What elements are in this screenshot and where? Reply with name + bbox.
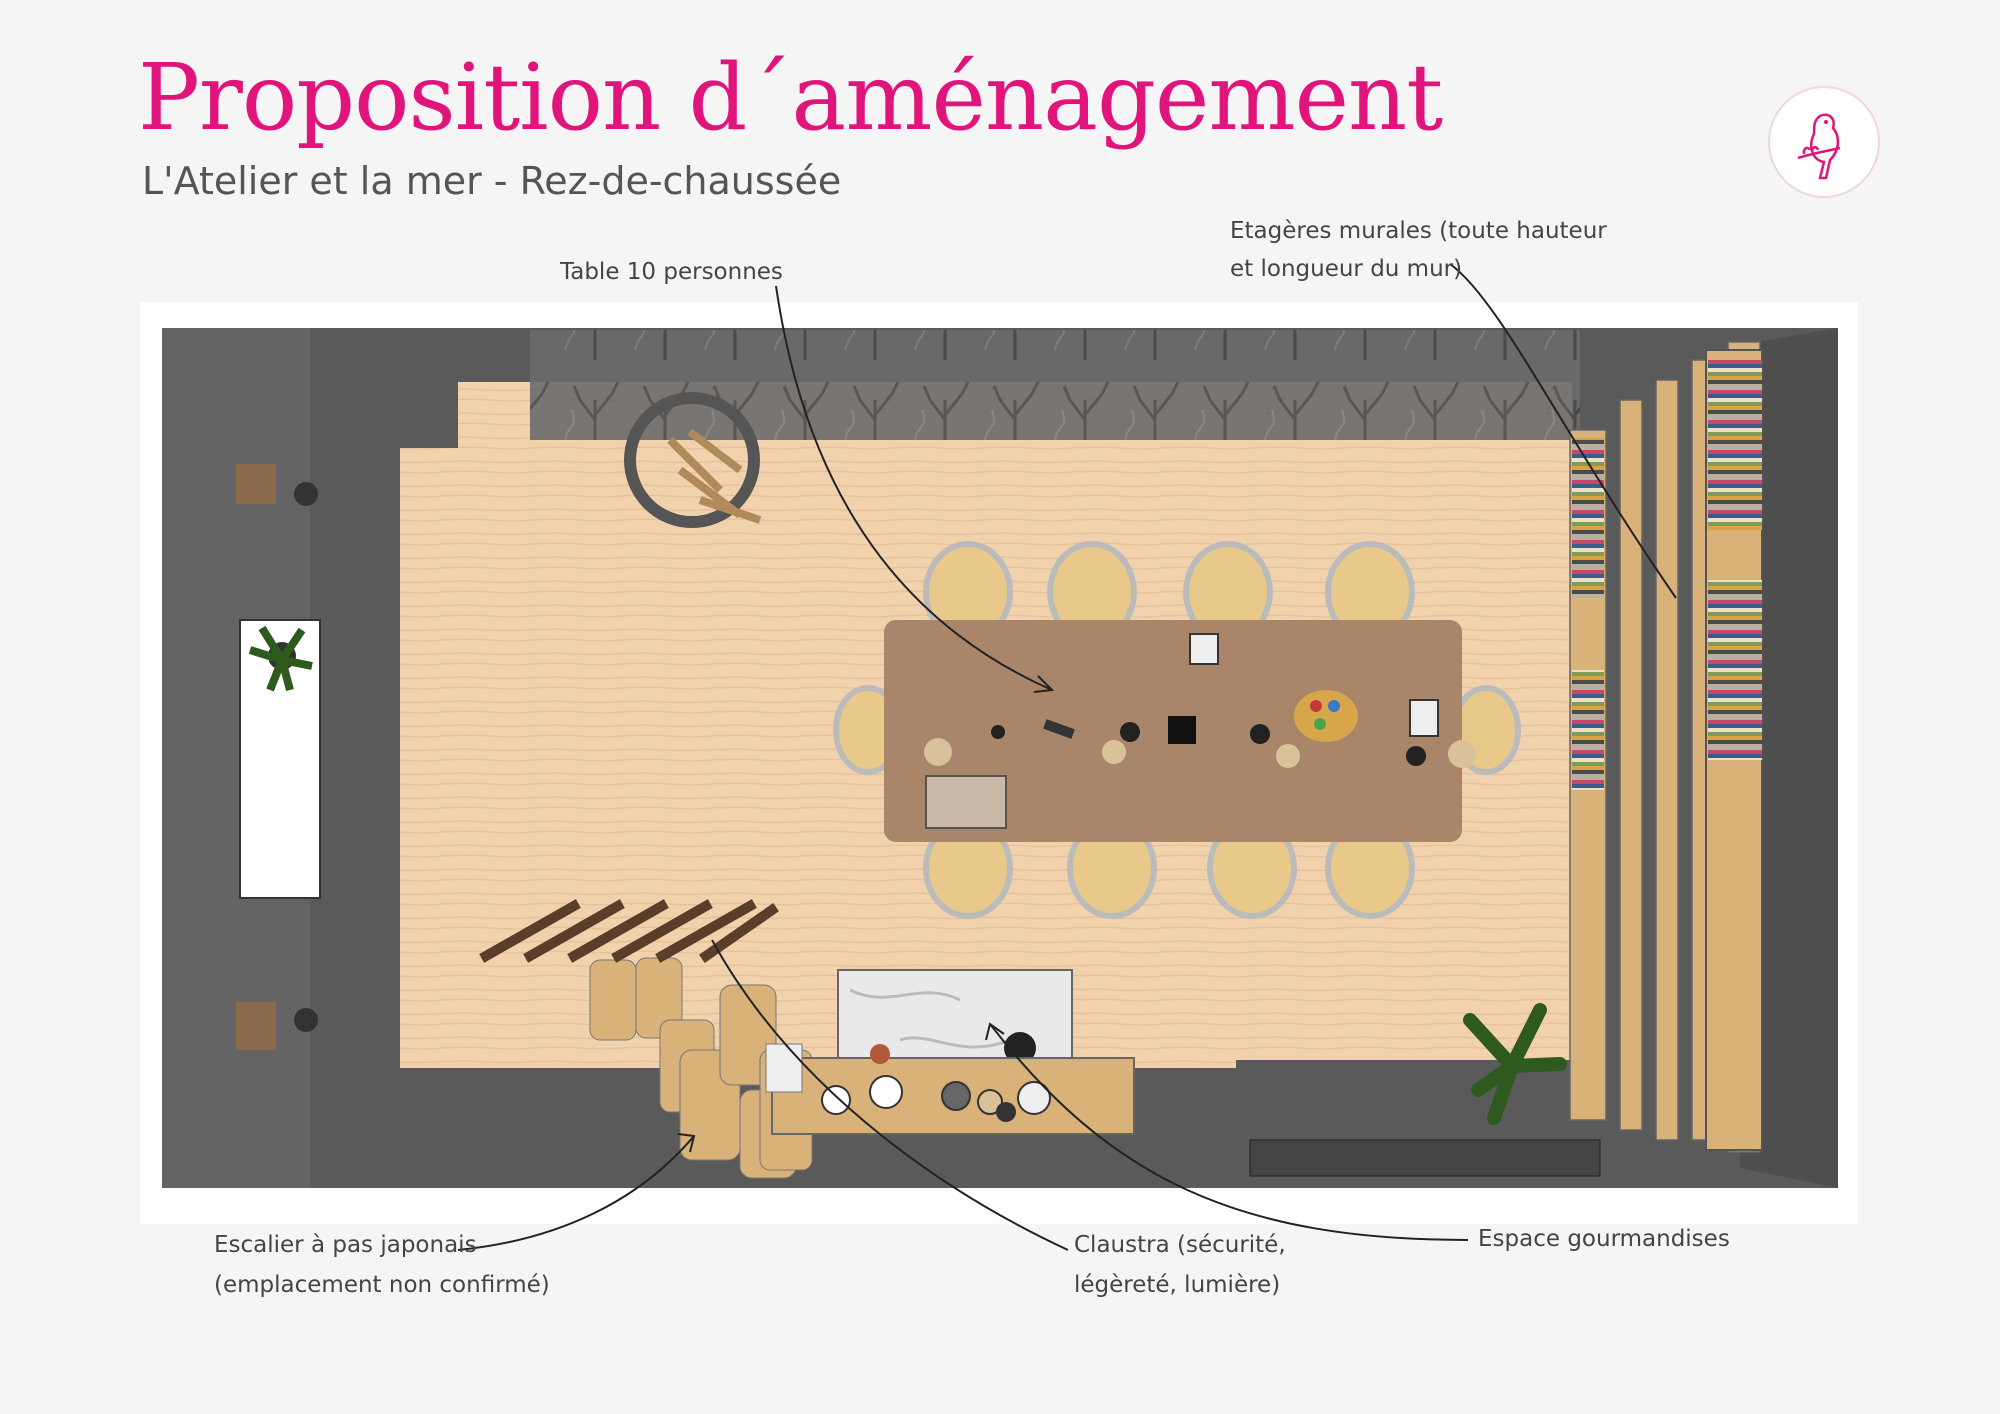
page-title: Proposition d´aménagement — [138, 44, 1443, 151]
wall-lamp-bottom — [236, 1002, 318, 1050]
label-stairs-line2: (emplacement non confirmé) — [214, 1272, 550, 1298]
wall-lamp-top — [236, 464, 318, 506]
label-table: Table 10 personnes — [560, 259, 783, 285]
label-claustra-line1: Claustra (sécurité, — [1074, 1232, 1286, 1258]
plant-icon — [248, 625, 313, 692]
label-shelves-line2: et longueur du mur) — [1230, 256, 1463, 282]
sea-mural — [530, 330, 1580, 440]
leader-arrowheads — [677, 675, 1055, 1153]
label-shelves-line1: Etagères murales (toute hauteur — [1230, 218, 1607, 244]
bird-icon — [1797, 113, 1841, 180]
floor-window — [1249, 1139, 1601, 1177]
label-stairs-line1: Escalier à pas japonais — [214, 1232, 477, 1258]
page-subtitle: L'Atelier et la mer - Rez-de-chaussée — [142, 159, 842, 203]
log-rack — [624, 392, 762, 528]
chairs-bottom — [923, 817, 1415, 919]
wall-shelves — [1569, 341, 1763, 1153]
brand-logo — [1768, 86, 1880, 198]
leader-lines — [457, 263, 1677, 1251]
label-snack: Espace gourmandises — [1478, 1226, 1730, 1252]
floor-plant-icon — [1463, 1003, 1567, 1125]
label-claustra-line2: légèreté, lumière) — [1074, 1272, 1281, 1298]
table-objects — [924, 633, 1476, 829]
snack-items — [821, 1044, 1051, 1122]
